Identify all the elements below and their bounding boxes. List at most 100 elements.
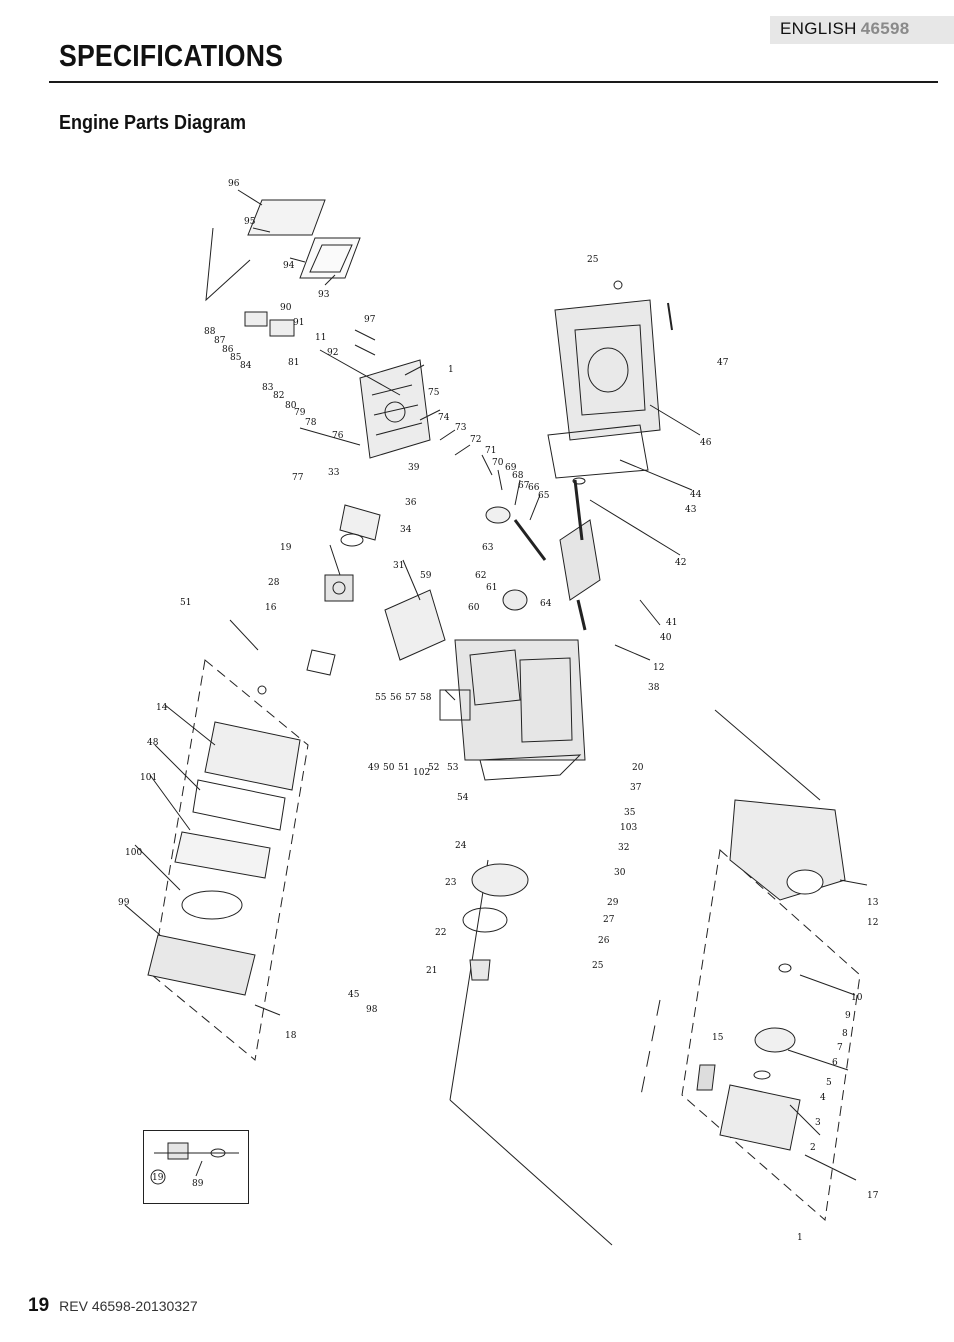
part-callout: 9 [845,1011,851,1021]
part-callout: 25 [587,255,599,265]
part-callout: 86 [222,345,234,355]
part-callout: 12 [653,663,664,673]
part-callout: 88 [204,327,216,337]
part-callout: 36 [405,498,417,508]
part-callout: 92 [327,348,338,358]
part-callout: 96 [228,179,240,189]
part-callout: 10 [851,993,863,1003]
part-callout: 70 [492,458,504,468]
part-callout: 94 [283,261,295,271]
part-callout: 6 [832,1058,838,1068]
part-callout: 34 [400,525,412,535]
part-callout: 11 [315,333,326,343]
part-callout: 54 [457,793,469,803]
part-callout: 91 [293,318,304,328]
part-callout: 17 [867,1191,879,1201]
part-callout: 98 [366,1005,378,1015]
part-callout: 58 [420,693,432,703]
part-callout: 23 [445,878,457,888]
part-callout: 4 [820,1093,826,1103]
part-callout: 80 [285,401,297,411]
title-divider [49,81,938,83]
page-number: 19 [28,1295,50,1316]
part-callout: 62 [475,571,486,581]
part-callout: 69 [505,463,517,473]
part-callout: 15 [712,1033,724,1043]
part-callout: 3 [815,1118,821,1128]
part-callout: 102 [413,768,430,778]
part-callout: 97 [364,315,376,325]
part-callout: 39 [408,463,420,473]
revision-code: REV 46598-20130327 [59,1298,198,1314]
part-callout: 83 [262,383,274,393]
part-callout: 76 [332,431,344,441]
part-callout: 99 [118,898,130,908]
part-callout: 12 [867,918,878,928]
part-callout: 24 [455,841,467,851]
page-footer: 19 REV 46598-20130327 [28,1295,198,1317]
part-callout: 47 [717,358,729,368]
part-callout: 45 [348,990,360,1000]
part-callout: 20 [632,763,644,773]
inset-callout-89: 89 [192,1179,204,1189]
part-callout: 51 [398,763,409,773]
part-callout: 27 [603,915,615,925]
part-callout: 67 [518,481,530,491]
model-number: 46598 [860,19,910,38]
part-callout: 37 [630,783,642,793]
part-callout: 81 [288,358,299,368]
part-callout: 56 [390,693,402,703]
part-callout: 49 [368,763,380,773]
part-callout: 71 [485,446,496,456]
part-callout: 5 [826,1078,832,1088]
part-callout: 75 [428,388,440,398]
part-callout: 7 [837,1043,843,1053]
part-callout: 61 [486,583,497,593]
part-callout: 48 [147,738,159,748]
part-callout: 50 [383,763,395,773]
part-callout: 1 [797,1233,803,1243]
part-callout: 63 [482,543,494,553]
language-label: ENGLISH [780,19,857,38]
part-callout: 30 [614,868,626,878]
part-callout: 100 [125,848,142,858]
part-callout: 53 [447,763,459,773]
part-callout: 57 [405,693,417,703]
part-callout: 33 [328,468,340,478]
part-callout: 79 [294,408,306,418]
part-callout: 95 [244,217,256,227]
part-callout: 44 [690,490,702,500]
part-callout: 78 [305,418,317,428]
part-callout: 22 [435,928,446,938]
part-callout: 82 [273,391,284,401]
part-callout: 73 [455,423,467,433]
part-callout: 101 [140,773,157,783]
part-callout: 66 [528,483,540,493]
part-callout: 26 [598,936,610,946]
part-callout: 14 [156,703,168,713]
part-callout: 18 [285,1031,297,1041]
part-callout: 72 [470,435,481,445]
part-callout: 2 [810,1143,816,1153]
part-callout: 28 [268,578,280,588]
part-callout: 52 [428,763,439,773]
part-callout: 60 [468,603,480,613]
part-callout: 43 [685,505,697,515]
part-callout: 42 [675,558,686,568]
part-callout: 51 [180,598,191,608]
part-callout: 19 [280,543,292,553]
part-callout: 29 [607,898,619,908]
part-callout: 59 [420,571,432,581]
inset-carburetor-detail: 19 89 [143,1130,249,1204]
part-callout: 35 [624,808,636,818]
part-callout: 68 [512,471,524,481]
part-callout: 103 [620,823,637,833]
part-callout: 85 [230,353,242,363]
part-callout: 13 [867,898,879,908]
part-callout: 65 [538,491,550,501]
part-callout: 93 [318,290,330,300]
part-callout: 74 [438,413,450,423]
inset-callout-19: 19 [152,1173,164,1183]
